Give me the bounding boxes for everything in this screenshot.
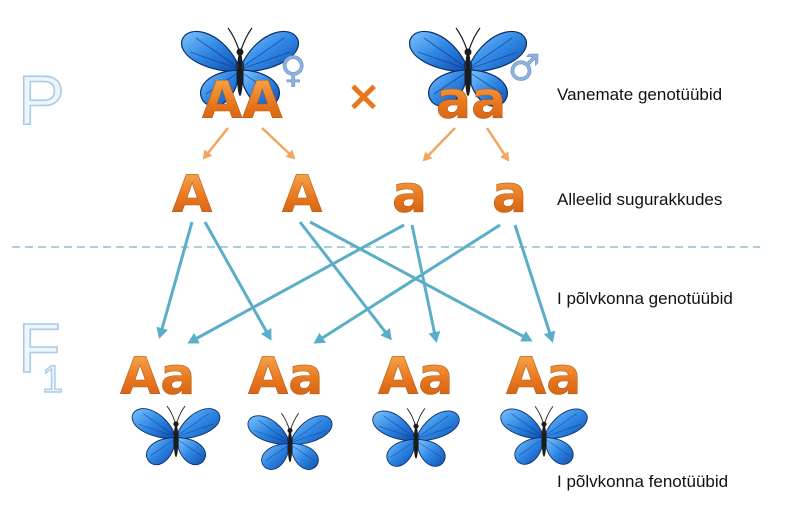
female-symbol-icon: ♀ — [280, 50, 306, 91]
generation-f-label: F — [18, 309, 61, 387]
gamete-allele-2: A — [282, 165, 322, 225]
arrow-gamete4-offspring4 — [513, 224, 556, 343]
male-parent-genotype: aa — [436, 71, 506, 131]
female-parent-genotype: AA — [202, 71, 283, 131]
offspring-butterfly-4 — [500, 405, 588, 465]
arrow-gamete4-offspring2 — [313, 223, 501, 344]
arrow-gamete2-offspring4 — [309, 220, 533, 342]
label-gamete-alleles: Alleelid sugurakkudes — [557, 190, 722, 209]
male-symbol-icon: ♂ — [508, 48, 540, 89]
gamete-allele-3: a — [392, 165, 427, 225]
arrow-gamete3-offspring3 — [410, 224, 441, 343]
offspring-arrows — [156, 220, 556, 344]
arrow-female-gamete-1 — [202, 127, 229, 160]
arrow-gamete1-offspring1 — [156, 221, 194, 339]
arrow-male-gamete-1 — [422, 127, 456, 162]
arrow-gamete2-offspring3 — [298, 221, 392, 341]
offspring-genotype-4: Aa — [506, 347, 581, 407]
offspring-butterfly-2 — [247, 412, 333, 471]
offspring-genotype-1: Aa — [120, 347, 195, 407]
arrow-male-gamete-2 — [485, 127, 510, 162]
label-parent-genotypes: Vanemate genotüübid — [557, 85, 722, 104]
label-f1-genotypes: I põlvkonna genotüübid — [557, 289, 733, 308]
offspring-genotype-3: Aa — [378, 347, 453, 407]
label-f1-phenotypes: I põlvkonna fenotüübid — [557, 472, 728, 491]
cross-symbol: × — [346, 71, 381, 120]
gamete-allele-1: A — [172, 165, 212, 225]
offspring-butterfly-1 — [131, 405, 221, 466]
gamete-allele-4: a — [492, 165, 527, 225]
offspring-genotype-2: Aa — [248, 347, 323, 407]
arrow-female-gamete-2 — [261, 127, 296, 160]
arrow-gamete1-offspring2 — [203, 221, 272, 341]
generation-f-subscript: 1 — [42, 359, 63, 401]
arrow-gamete3-offspring1 — [187, 223, 405, 344]
generation-p-label: P — [18, 61, 65, 139]
offspring-butterfly-3 — [372, 407, 460, 467]
